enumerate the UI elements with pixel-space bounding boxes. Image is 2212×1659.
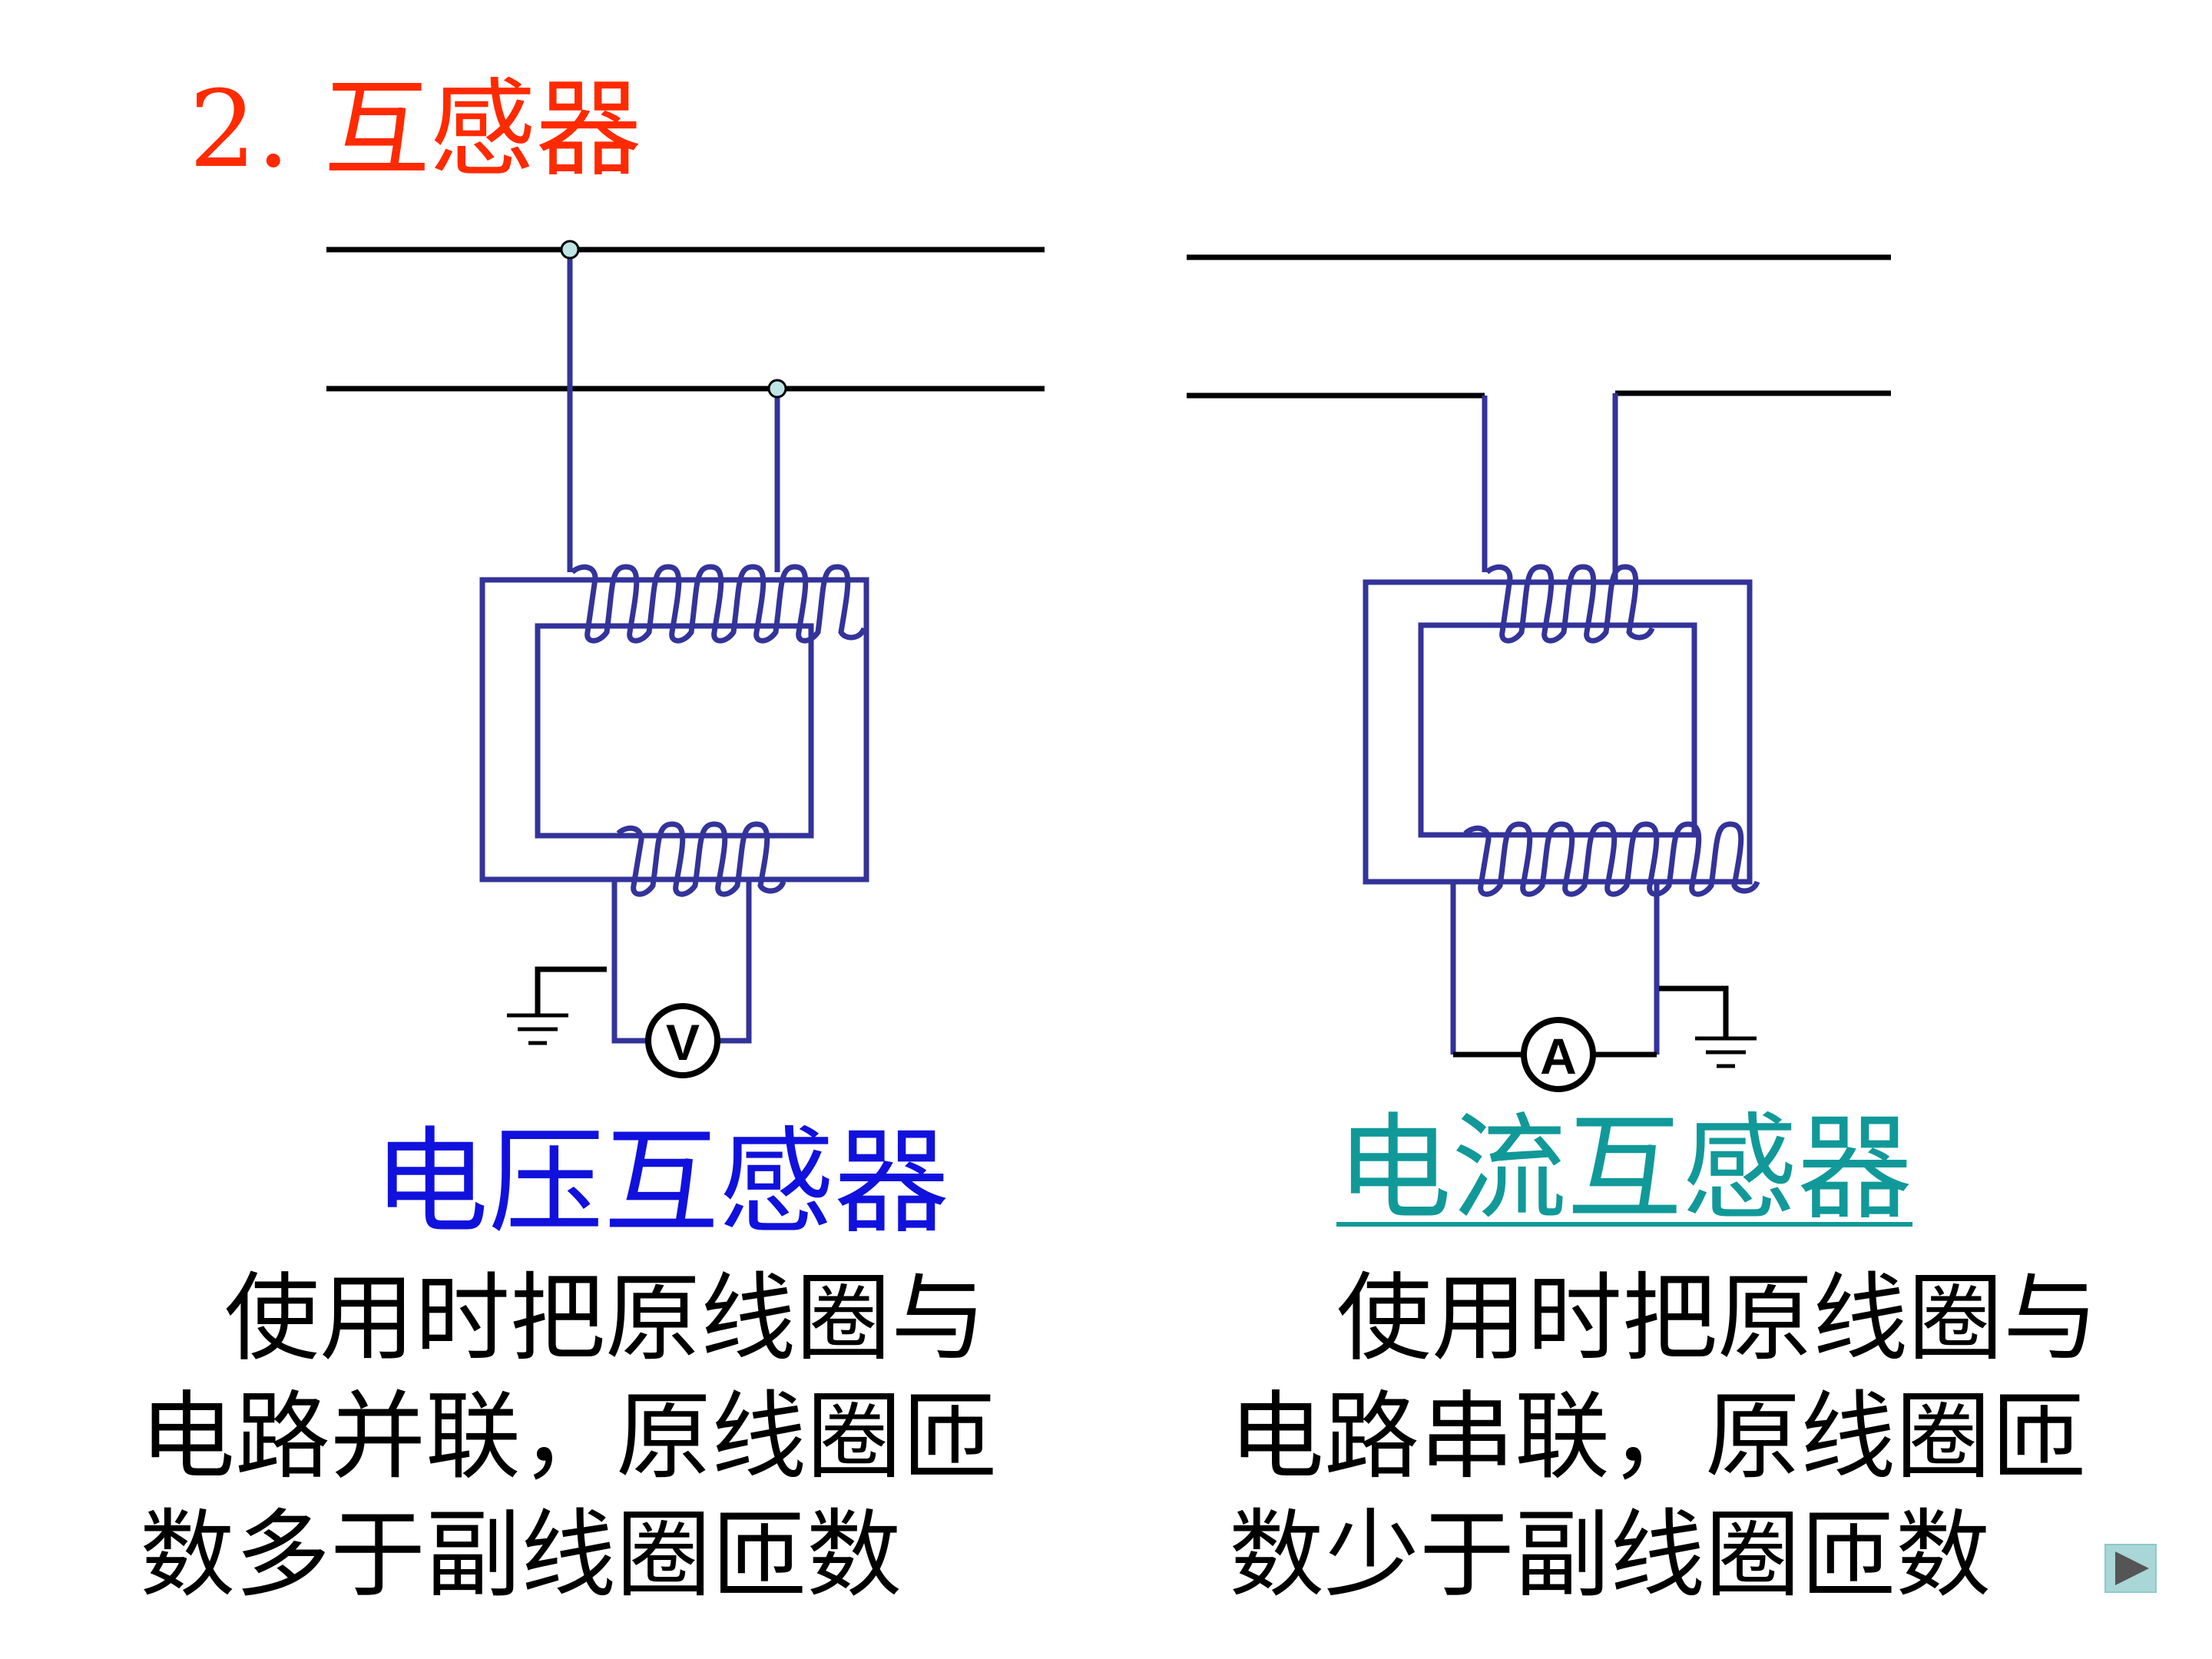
voltmeter-letter: V — [666, 1014, 700, 1071]
description-line: 电路并联，原线圈匝 — [140, 1382, 998, 1492]
voltage-transformer-label: 电压互感器 — [373, 1116, 950, 1250]
transformer-core-inner — [535, 623, 814, 839]
transformer-core-outer — [1363, 579, 1753, 885]
description-line: 数少于副线圈匝数 — [1229, 1500, 1992, 1611]
current-transformer-label: 电流互感器 — [1336, 1102, 1913, 1236]
ground-wire-left — [535, 966, 607, 1014]
description-line: 使用时把原线圈与 — [1336, 1263, 2099, 1374]
secondary-winding-coil — [1463, 821, 1760, 897]
ground-symbol-left — [507, 1013, 568, 1045]
primary-winding-coil — [570, 564, 867, 644]
ground-wire-right — [1659, 985, 1729, 1037]
primary-winding-coil — [1485, 564, 1655, 644]
junction-node-upper — [560, 240, 580, 260]
secondary-winding-coil — [616, 821, 786, 897]
current-transformer-description: 使用时把原线圈与 电路串联，原线圈匝 数少于副线圈匝数 — [1229, 1260, 2098, 1614]
voltmeter — [645, 1003, 720, 1078]
voltage-transformer-description: 使用时把原线圈与 电路并联，原线圈匝 数多于副线圈匝数 — [140, 1260, 997, 1614]
junction-node-lower — [767, 379, 787, 399]
description-line: 使用时把原线圈与 — [224, 1263, 987, 1374]
next-slide-button[interactable] — [2104, 1544, 2157, 1593]
transformer-core-inner — [1418, 622, 1697, 838]
ground-symbol-right — [1695, 1036, 1757, 1068]
play-arrow-icon — [2104, 1544, 2157, 1593]
ammeter-letter: A — [1540, 1028, 1577, 1084]
voltage-transformer-diagram: V — [326, 240, 1045, 1078]
secondary-lead-left — [611, 879, 647, 1044]
description-line: 数多于副线圈匝数 — [140, 1500, 902, 1611]
page-title: 2. 互感器 — [189, 68, 642, 191]
description-line: 电路串联，原线圈匝 — [1229, 1382, 2087, 1492]
ammeter — [1521, 1017, 1596, 1092]
current-transformer-diagram: A — [1187, 254, 1891, 1092]
secondary-lead-right — [719, 879, 752, 1044]
